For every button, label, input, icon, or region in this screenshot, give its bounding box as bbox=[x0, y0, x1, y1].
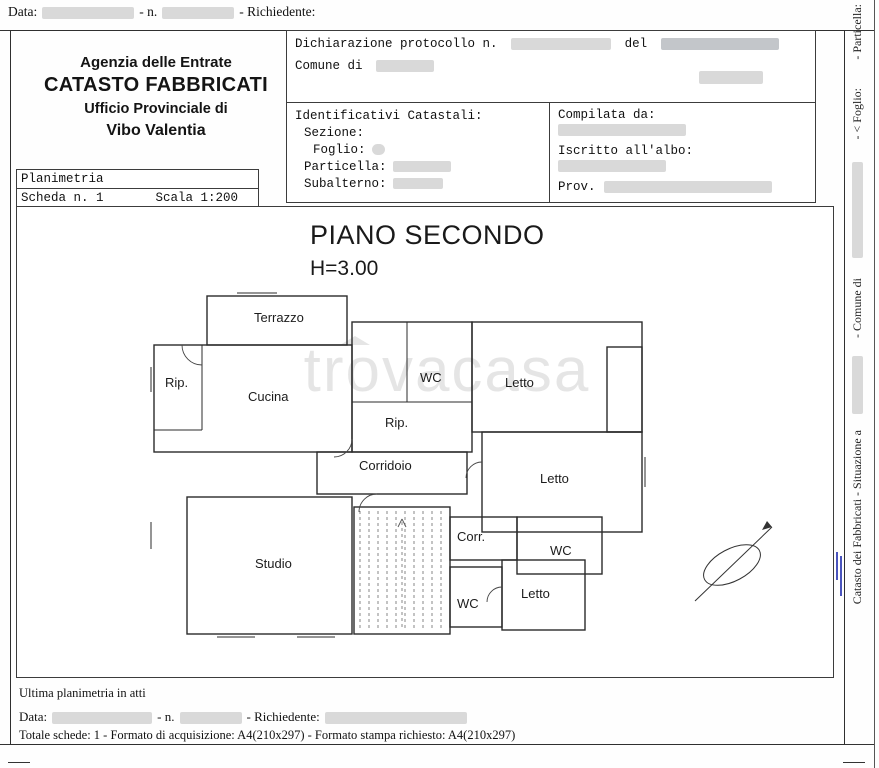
sezione-label: Sezione: bbox=[304, 126, 365, 140]
compilata-box: Compilata da: Iscritto all'albo: Prov. bbox=[549, 102, 816, 203]
del-label: del bbox=[624, 37, 648, 51]
redacted-foglio bbox=[371, 144, 385, 156]
crop-mark bbox=[843, 762, 865, 763]
room-label-letto-1: Letto bbox=[505, 375, 534, 390]
room-label-letto-2: Letto bbox=[540, 471, 569, 486]
room-label-wc-3: WC bbox=[457, 596, 479, 611]
agency-line1: Agenzia delle Entrate bbox=[80, 54, 232, 71]
planimetria-box: Planimetria Scheda n. 1 Scala 1:200 bbox=[16, 169, 259, 208]
side-label-comune: - Comune di bbox=[850, 278, 864, 338]
plan-title: PIANO SECONDO bbox=[310, 220, 545, 250]
plan-height: H=3.00 bbox=[310, 257, 379, 280]
redacted-particella bbox=[392, 161, 451, 173]
redacted-stray-block bbox=[699, 71, 763, 84]
crop-mark bbox=[0, 744, 10, 745]
redacted-prov bbox=[603, 180, 772, 193]
footer-richiedente-label: - Richiedente: bbox=[246, 709, 320, 724]
redacted-footer-date bbox=[52, 712, 153, 725]
identificativi-box: Identificativi Catastali: Sezione: Fogli… bbox=[286, 102, 550, 203]
footer-data-line: Data: - n. - Richiedente: bbox=[19, 709, 472, 725]
blue-stamp-mark bbox=[836, 552, 838, 580]
blue-stamp-mark bbox=[840, 556, 842, 596]
room-label-corr: Corr. bbox=[457, 529, 486, 544]
watermark-text: trovacasa bbox=[303, 336, 591, 405]
room-label-studio: Studio bbox=[255, 556, 292, 571]
document-frame: Agenzia delle Entrate CATASTO FABBRICATI… bbox=[10, 30, 845, 745]
room-label-rip-1: Rip. bbox=[165, 375, 189, 390]
crop-mark bbox=[8, 762, 30, 763]
crop-mark bbox=[0, 30, 10, 31]
redacted-number bbox=[162, 6, 235, 19]
comune-label: Comune di bbox=[295, 59, 363, 73]
side-label-catasto: Catasto dei Fabbricati - Situazione a bbox=[850, 430, 864, 605]
redacted-comune bbox=[376, 59, 435, 72]
floor-plan-drawing bbox=[150, 292, 773, 638]
redacted-side-1 bbox=[852, 162, 863, 258]
room-label-wc-2: WC bbox=[550, 543, 572, 558]
redacted-footer-number bbox=[179, 712, 242, 725]
redacted-protocollo-number bbox=[511, 37, 612, 50]
watermark-roof-icon bbox=[340, 336, 370, 345]
top-data-label: Data: bbox=[8, 4, 38, 19]
top-n-label: - n. bbox=[139, 4, 158, 19]
redacted-footer-richiedente bbox=[324, 712, 467, 725]
room-label-corridoio: Corridoio bbox=[359, 458, 412, 473]
redacted-protocollo-date bbox=[660, 37, 779, 50]
agency-line2: CATASTO FABBRICATI bbox=[44, 74, 268, 96]
crop-mark bbox=[845, 30, 874, 31]
prov-label: Prov. bbox=[558, 180, 596, 194]
side-label-particella: - Particella: bbox=[850, 4, 864, 60]
redacted-date bbox=[42, 6, 135, 19]
floor-plan-box: PIANO SECONDO H=3.00 trovacasa bbox=[16, 206, 834, 678]
agency-header: Agenzia delle Entrate CATASTO FABBRICATI… bbox=[31, 53, 281, 141]
crop-mark bbox=[845, 744, 874, 745]
foglio-label: Foglio: bbox=[313, 143, 366, 157]
room-label-rip-2: Rip. bbox=[385, 415, 409, 430]
room-label-letto-3: Letto bbox=[521, 586, 550, 601]
agency-line4: Vibo Valentia bbox=[106, 122, 206, 139]
right-margin-line bbox=[874, 0, 875, 768]
scheda-label: Scheda n. 1 bbox=[21, 191, 104, 205]
subalterno-label: Subalterno: bbox=[304, 177, 387, 191]
scala-label: Scala 1:200 bbox=[155, 191, 239, 205]
side-label-foglio: - < Foglio: bbox=[850, 88, 864, 140]
agency-line3: Ufficio Provinciale di bbox=[84, 101, 228, 117]
top-richiedente-label: - Richiedente: bbox=[239, 4, 316, 19]
iscritto-label: Iscritto all'albo: bbox=[558, 144, 694, 158]
redacted-iscritto bbox=[558, 159, 666, 172]
particella-label: Particella: bbox=[304, 160, 387, 174]
room-label-wc-1: WC bbox=[420, 370, 442, 385]
room-label-terrazzo: Terrazzo bbox=[254, 310, 304, 325]
protocollo-box: Dichiarazione protocollo n. del Comune d… bbox=[286, 30, 816, 103]
protocollo-label: Dichiarazione protocollo n. bbox=[295, 37, 498, 51]
room-label-cucina: Cucina bbox=[248, 389, 289, 404]
identificativi-title: Identificativi Catastali: bbox=[295, 109, 483, 123]
ultima-planimetria-note: Ultima planimetria in atti bbox=[19, 686, 146, 700]
redacted-compilata bbox=[558, 123, 686, 136]
top-header-line: Data: - n. - Richiedente: bbox=[8, 4, 315, 20]
totale-schede-line: Totale schede: 1 - Formato di acquisizio… bbox=[19, 728, 516, 742]
footer-data-label: Data: bbox=[19, 709, 48, 724]
redacted-side-2 bbox=[852, 356, 863, 414]
redacted-subalterno bbox=[392, 178, 443, 190]
compilata-label: Compilata da: bbox=[558, 108, 656, 122]
planimetria-title: Planimetria bbox=[17, 170, 258, 189]
footer-n-label: - n. bbox=[157, 709, 175, 724]
